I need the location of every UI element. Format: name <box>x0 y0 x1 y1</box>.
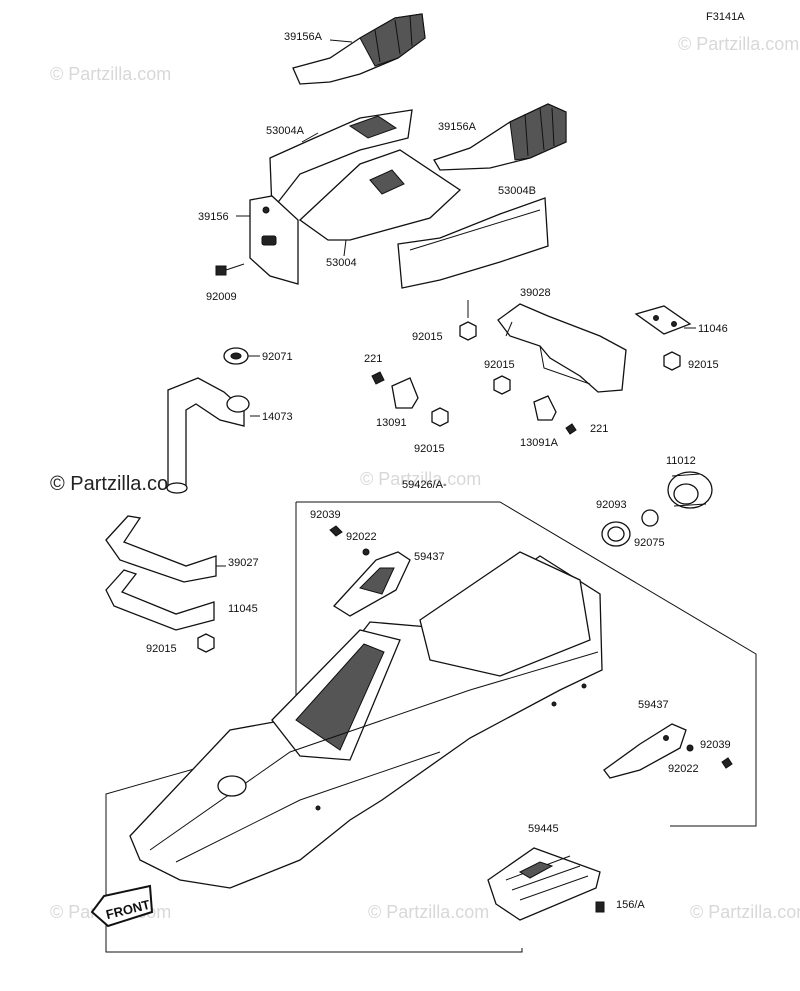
label-13091: 13091 <box>376 417 407 429</box>
label-92093: 92093 <box>596 499 627 511</box>
label-39156A: 39156A <box>284 31 323 43</box>
part-92015[interactable] <box>493 375 511 395</box>
part-11045[interactable] <box>105 569 215 631</box>
label-59426-A: 59426/A- <box>402 479 447 491</box>
hull-bracket-right <box>296 501 757 827</box>
label-221: 221 <box>364 353 382 365</box>
label-14073: 14073 <box>262 411 293 423</box>
label-53004B: 53004B <box>498 185 536 197</box>
label-92015: 92015 <box>412 331 443 343</box>
label-59437: 59437 <box>638 699 669 711</box>
label-11045: 11045 <box>228 603 258 615</box>
part-92022[interactable] <box>686 744 694 752</box>
label-39156A: 39156A <box>438 121 477 133</box>
label-92022: 92022 <box>346 531 377 543</box>
label-53004A: 53004A <box>266 125 305 137</box>
label-92075: 92075 <box>634 537 665 549</box>
part-14073[interactable] <box>166 377 250 494</box>
part-39156[interactable] <box>249 195 299 285</box>
watermark: © Partzilla.com <box>360 469 481 489</box>
part-92039[interactable] <box>721 757 733 769</box>
label-92015: 92015 <box>414 443 445 455</box>
label-39027: 39027 <box>228 557 259 569</box>
part-53004[interactable] <box>298 149 462 241</box>
part-13091A[interactable] <box>533 395 577 435</box>
label-156-A: 156/A <box>616 899 645 911</box>
part-39027[interactable] <box>105 515 217 583</box>
label-59445: 59445 <box>528 823 559 835</box>
label-92039: 92039 <box>700 739 731 751</box>
part-92093[interactable] <box>601 521 631 547</box>
part-39028[interactable] <box>497 303 627 393</box>
label-53004: 53004 <box>326 257 357 269</box>
part-11046[interactable] <box>634 305 692 335</box>
part-59426-hull[interactable] <box>129 551 603 889</box>
part-13091[interactable] <box>371 371 419 409</box>
label-92015: 92015 <box>484 359 515 371</box>
label-92009: 92009 <box>206 291 237 303</box>
figure-id: F3141A <box>706 11 745 23</box>
watermark: © Partzilla.com <box>368 902 489 922</box>
part-92075[interactable] <box>641 509 659 527</box>
part-92015[interactable] <box>431 407 449 427</box>
label-92015: 92015 <box>688 359 719 371</box>
watermark: © Partzilla.com <box>678 34 799 54</box>
front-arrow: FRONT <box>90 884 154 928</box>
watermark: © Partzilla.com <box>690 902 800 922</box>
label-39028: 39028 <box>520 287 551 299</box>
label-39156: 39156 <box>198 211 229 223</box>
label-11046: 11046 <box>698 323 728 335</box>
part-92009[interactable] <box>215 263 245 276</box>
part-59437[interactable] <box>332 551 411 617</box>
part-92015[interactable] <box>459 321 477 341</box>
label-59437: 59437 <box>414 551 445 563</box>
label-92039: 92039 <box>310 509 341 521</box>
label-92015: 92015 <box>146 643 177 655</box>
part-59445[interactable] <box>487 847 601 921</box>
part-156A[interactable] <box>595 901 605 913</box>
part-59437[interactable] <box>603 723 687 779</box>
part-92015[interactable] <box>197 633 215 653</box>
part-39156A-top[interactable] <box>292 13 426 85</box>
part-92022[interactable] <box>362 548 370 556</box>
label-11012: 11012 <box>666 455 696 467</box>
watermark: © Partzilla.com <box>50 64 171 84</box>
part-92039[interactable] <box>329 525 343 537</box>
part-53004B[interactable] <box>397 197 549 289</box>
label-92022: 92022 <box>668 763 699 775</box>
part-11012[interactable] <box>667 471 713 509</box>
part-39156A-right[interactable] <box>433 103 567 171</box>
label-92071: 92071 <box>262 351 293 363</box>
label-13091A: 13091A <box>520 437 559 449</box>
part-92071[interactable] <box>223 347 249 365</box>
part-53004A[interactable] <box>269 109 413 212</box>
label-221: 221 <box>590 423 608 435</box>
watermark-center: © Partzilla.com <box>50 473 185 495</box>
part-92015[interactable] <box>663 351 681 371</box>
